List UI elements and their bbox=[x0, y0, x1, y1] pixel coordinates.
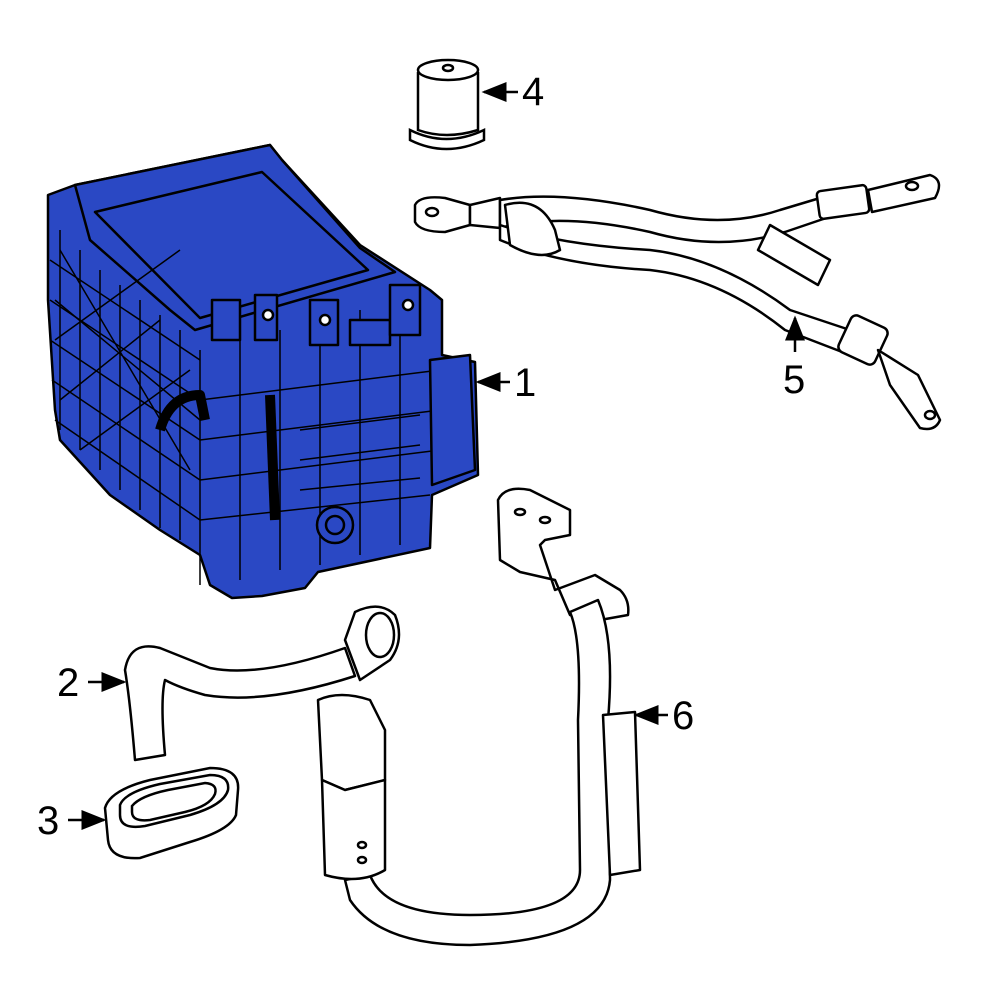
grommet-part[interactable] bbox=[103, 766, 240, 860]
terminal-cap-part[interactable] bbox=[408, 58, 486, 151]
callout-label-3: 3 bbox=[37, 799, 60, 843]
callout-label-1: 1 bbox=[514, 361, 537, 405]
callout-arrows bbox=[68, 82, 805, 830]
callout-label-6: 6 bbox=[672, 694, 695, 738]
callout-label-2: 2 bbox=[57, 661, 80, 705]
callout-label-4: 4 bbox=[522, 70, 545, 114]
vent-hose-part[interactable] bbox=[123, 605, 401, 762]
battery-cable-harness-part[interactable] bbox=[413, 173, 942, 431]
battery-module-part[interactable] bbox=[46, 143, 480, 600]
main-battery-cable-part[interactable] bbox=[316, 487, 642, 947]
callout-label-5: 5 bbox=[783, 358, 806, 402]
